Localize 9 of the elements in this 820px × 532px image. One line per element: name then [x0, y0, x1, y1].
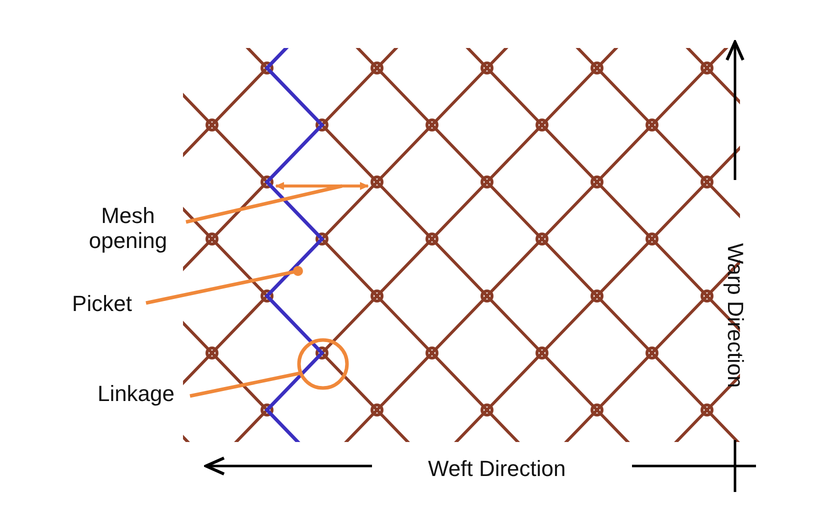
leader-line: [190, 371, 302, 398]
leader-line: [186, 184, 342, 224]
direction-label: Weft Direction: [428, 456, 566, 480]
highlight-circle: [297, 338, 349, 390]
callout-label: Picket: [60, 291, 144, 316]
callout-label: Linkage: [84, 381, 188, 406]
callout-label: Mesh opening: [70, 203, 186, 253]
leader-line: [146, 266, 303, 305]
direction-label: Warp Direction: [722, 242, 748, 388]
